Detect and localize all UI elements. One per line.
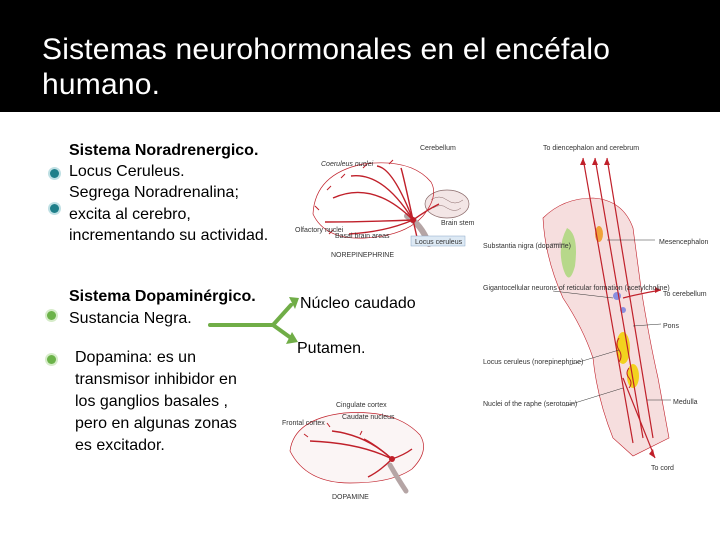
dopamine-desc-5: es excitador. [75,437,165,454]
stem-label-cerebellum: To cerebellum [663,291,707,298]
noradrenergic-heading: Sistema Noradrenergico. [69,142,259,159]
da-label-frontal: Frontal cortex [282,420,325,427]
ne-label-cerebellum: Cerebellum [420,145,456,152]
stem-label-medulla: Medulla [673,399,698,406]
noradrenergic-line-3: excita al cerebro, [69,206,191,223]
title-bar: Sistemas neurohormonales en el encéfalo … [0,0,720,112]
ne-caption: NOREPINEPHRINE [331,252,394,259]
dopaminergic-heading: Sistema Dopaminérgico. [69,288,256,305]
ne-label-brainstem: Brain stem [441,220,475,227]
stem-label-pons: Pons [663,323,679,330]
dopamine-brain-figure: Frontal cortex Cingulate cortex Caudate … [282,402,424,501]
bullet-dopamina [47,355,56,364]
bullet-locus-ceruleus [50,169,59,178]
ne-label-coeruleus: Coeruleus nuclei [321,161,374,168]
da-label-caudate: Caudate nucleus [342,414,395,421]
ne-label-locus-box: Locus ceruleus [415,239,463,246]
dopamine-desc-4: pero en algunas zonas [75,415,237,432]
ne-label-olfactory: Olfactory nuclei [295,227,344,234]
norepinephrine-brain-figure: Cerebellum Coeruleus nuclei Olfactory nu… [295,145,475,259]
bullet-segrega [50,204,59,213]
da-caption: DOPAMINE [332,494,369,501]
bullet-sustancia-negra [47,311,56,320]
dopaminergic-line: Sustancia Negra. [69,310,192,327]
da-label-cingulate: Cingulate cortex [336,402,387,409]
stem-label-diencephalon: To diencephalon and cerebrum [543,145,639,152]
dopamine-desc-3: los ganglios basales , [75,393,228,410]
stem-label-substantia: Substantia nigra (dopamine) [483,243,571,250]
slide-title: Sistemas neurohormonales en el encéfalo … [42,33,611,101]
branch-arrow [208,297,299,344]
noradrenergic-line-2: Segrega Noradrenalina; [69,184,239,201]
noradrenergic-line-4: incrementando su actividad. [69,227,269,244]
target-caudate: Núcleo caudado [300,295,416,312]
stem-label-cord: To cord [651,465,674,472]
dopamine-desc-2: transmisor inhibidor en [75,371,237,388]
brainstem-pathway-figure: To diencephalon and cerebrum Substantia … [483,145,709,472]
noradrenergic-line-1: Locus Ceruleus. [69,163,185,180]
stem-label-locus: Locus ceruleus (norepinephrine) [483,359,583,366]
stem-label-raphe: Nuclei of the raphe (serotonin) [483,401,577,408]
stem-label-mesencephalon: Mesencephalon [659,239,709,246]
dopamine-desc-1: Dopamina: es un [75,349,196,366]
stem-label-gigantocellular: Gigantocellular neurons of reticular for… [483,285,670,292]
ne-label-basal: Basal brain areas [335,233,390,240]
target-putamen: Putamen. [297,340,366,357]
